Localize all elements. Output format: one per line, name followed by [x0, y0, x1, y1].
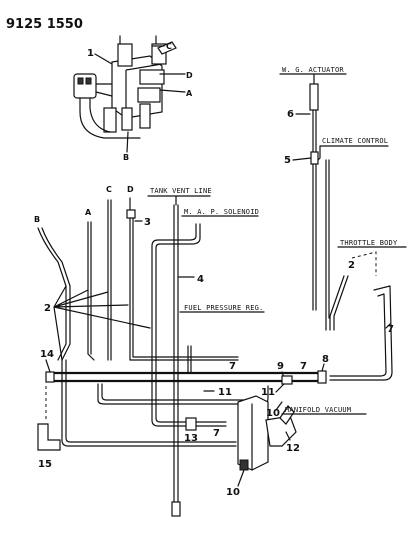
callout-9: 9	[277, 361, 284, 372]
callout-14: 14	[40, 349, 54, 360]
callout-10-top: 10	[266, 408, 280, 419]
letter-top-d: D	[186, 71, 193, 80]
callout-6: 6	[287, 109, 294, 120]
callout-4: 4	[197, 274, 204, 285]
letter-mid-b: B	[34, 215, 40, 224]
callout-5: 5	[284, 155, 291, 166]
letter-top-c: C	[166, 42, 172, 51]
return-hose	[97, 383, 269, 405]
hose-b	[37, 227, 67, 361]
solenoid-assembly	[73, 35, 186, 139]
callout-11-right: 11	[261, 387, 275, 398]
callout-2-left: 2	[44, 303, 51, 314]
callout-10-bottom: 10	[226, 487, 240, 498]
callout-2-right: 2	[348, 260, 355, 271]
elbow-15	[37, 423, 61, 451]
label-tank-vent-line: TANK VENT LINE	[150, 187, 212, 195]
label-climate-control: CLIMATE CONTROL	[322, 137, 388, 145]
letter-top-a: A	[186, 89, 193, 98]
callout-8: 8	[322, 354, 329, 365]
callout-7-right: 7	[387, 324, 394, 335]
bottom-loop-hose	[61, 359, 237, 447]
callout-3: 3	[144, 217, 151, 228]
throttle-body-elbow	[329, 285, 393, 381]
hose-a	[87, 221, 95, 361]
diagram-ref-number: 9125 1550	[6, 17, 83, 32]
letter-mid-c: C	[106, 185, 112, 194]
callout-11-left: 11	[218, 387, 232, 398]
hose-d	[129, 217, 239, 361]
map-solenoid-hose	[151, 223, 227, 427]
label-throttle-body: THROTTLE BODY	[340, 239, 398, 247]
callout-7-lower: 7	[213, 428, 220, 439]
letter-mid-a: A	[85, 208, 92, 217]
label-fuel-pressure-reg: FUEL PRESSURE REG.	[184, 304, 263, 312]
main-hose	[48, 371, 324, 383]
label-wg-actuator: W. G. ACTUATOR	[282, 66, 344, 74]
callout-15: 15	[38, 459, 52, 470]
callout-13: 13	[184, 433, 198, 444]
tee-fitting-13	[185, 417, 197, 431]
tank-vent-line-hose	[173, 204, 179, 505]
fuel-pressure-reg-hose	[187, 345, 192, 373]
label-map-solenoid: M. A. P. SOLENOID	[184, 208, 259, 216]
callout-12: 12	[286, 443, 300, 454]
label-manifold-vacuum: MANIFOLD VACUUM	[285, 406, 351, 414]
letter-top-b: B	[123, 153, 129, 162]
letter-mid-d: D	[127, 185, 134, 194]
callout-7-main: 7	[229, 361, 236, 372]
manifold-block	[237, 395, 269, 471]
callout-7-mid: 7	[300, 361, 307, 372]
throttle-body-hose	[329, 275, 349, 331]
callout-1: 1	[87, 48, 94, 59]
